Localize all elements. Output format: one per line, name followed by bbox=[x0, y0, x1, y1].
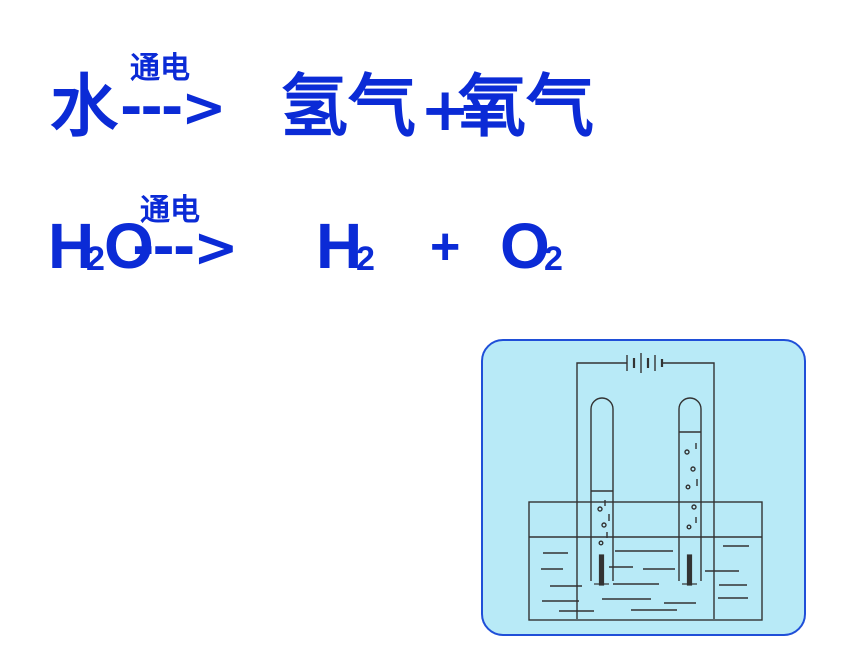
electrolysis-apparatus bbox=[528, 353, 763, 621]
word-product-hydrogen: 氢气 bbox=[280, 68, 416, 147]
symbol-product-h-subscript: 2 bbox=[356, 240, 375, 278]
symbol-condition: 通电 bbox=[140, 193, 200, 228]
test-tube-icon bbox=[590, 397, 614, 581]
wire-right bbox=[663, 362, 715, 619]
water-lines bbox=[529, 536, 762, 612]
symbol-arrow: ---> bbox=[132, 216, 236, 279]
word-condition: 通电 bbox=[130, 51, 190, 86]
wire-left bbox=[576, 362, 627, 619]
symbol-product-o: O bbox=[500, 210, 550, 282]
test-tube-icon bbox=[678, 397, 702, 581]
symbol-plus: + bbox=[430, 218, 460, 276]
symbol-reactant-subscript: 2 bbox=[86, 240, 105, 278]
symbol-product-o-subscript: 2 bbox=[544, 240, 563, 278]
battery-icon bbox=[626, 353, 664, 373]
word-arrow: ---> bbox=[120, 76, 224, 139]
word-plus: + bbox=[420, 75, 470, 145]
word-reactant: 水 bbox=[50, 68, 119, 147]
water-trough bbox=[528, 501, 763, 621]
electrolysis-apparatus-panel bbox=[481, 339, 806, 636]
electrode-icon bbox=[598, 554, 605, 586]
word-product-oxygen: 氧气 bbox=[458, 68, 594, 147]
gas-bubbles bbox=[597, 443, 698, 546]
symbol-product-h: H bbox=[316, 210, 362, 282]
symbol-equation: H 2 O 通电 ---> H 2 + O 2 bbox=[48, 193, 563, 282]
electrode-icon bbox=[686, 554, 693, 586]
word-equation: 水 通电 ---> 氢气 + 氧气 bbox=[50, 51, 594, 147]
symbol-reactant-o: O bbox=[104, 210, 154, 282]
symbol-reactant-h: H bbox=[48, 210, 94, 282]
